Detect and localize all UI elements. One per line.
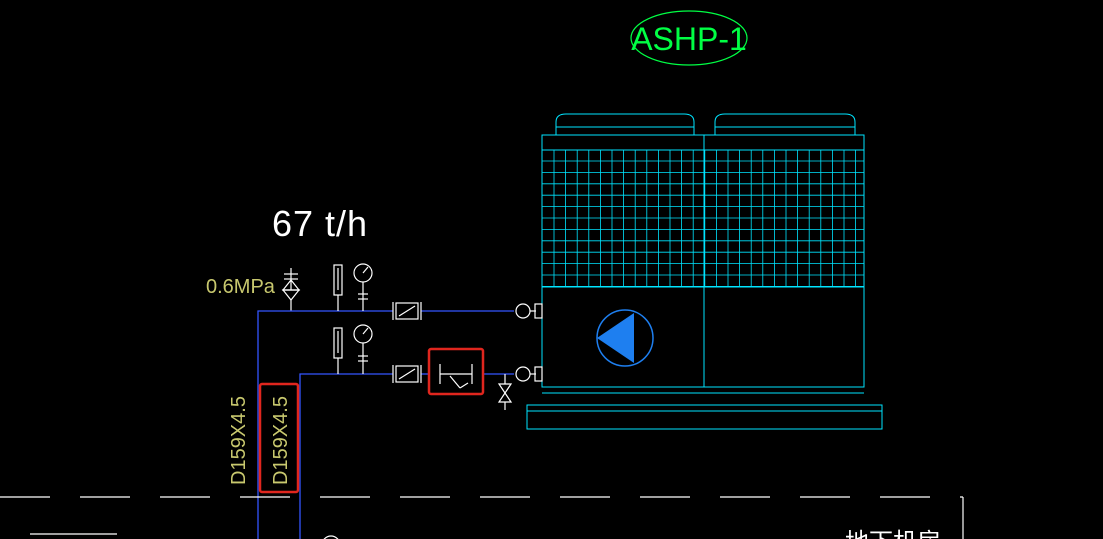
pipe-network (257, 310, 514, 539)
pressure-gauge-icon-supply[interactable] (353, 263, 373, 311)
unit-tag[interactable]: ASHP-1 (630, 10, 748, 66)
pipe-spec-highlight-box (258, 382, 300, 494)
pressure-gauge-icon-return[interactable] (353, 324, 373, 374)
pipe-connector-return (515, 366, 543, 382)
pressure-label: 0.6MPa (206, 276, 276, 298)
safety-valve-icon[interactable] (281, 268, 301, 311)
fan-housing-right (714, 113, 856, 135)
lower-fitting-icon (323, 535, 339, 539)
condenser-coil-grid (542, 150, 864, 287)
heat-pump-unit[interactable] (526, 113, 883, 430)
fan-housing-left (555, 113, 695, 135)
balance-valve-icon-supply[interactable] (392, 302, 422, 320)
room-label: 地下机房 (845, 529, 941, 539)
pipe-connector-supply (515, 303, 543, 319)
return-pipe (299, 373, 393, 539)
unit-cabinet (541, 134, 865, 388)
drain-valve-icon[interactable] (497, 374, 513, 410)
balance-valve-icon-return[interactable] (392, 365, 422, 383)
pipe-spec-right: D159X4.5 (270, 396, 292, 485)
strainer-highlight-box (427, 347, 485, 396)
unit-base (526, 404, 883, 430)
supply-pipe (257, 310, 393, 539)
thermometer-icon-supply[interactable] (333, 264, 343, 311)
unit-tag-label: ASHP-1 (631, 21, 747, 57)
pipe-spec-left: D159X4.5 (228, 396, 250, 485)
flow-rate-label: 67 t/h (272, 203, 368, 244)
y-strainer-icon[interactable] (439, 364, 473, 389)
pump-triangle-icon (597, 313, 634, 363)
pump-symbol[interactable] (596, 309, 654, 367)
thermometer-icon-return[interactable] (333, 327, 343, 374)
